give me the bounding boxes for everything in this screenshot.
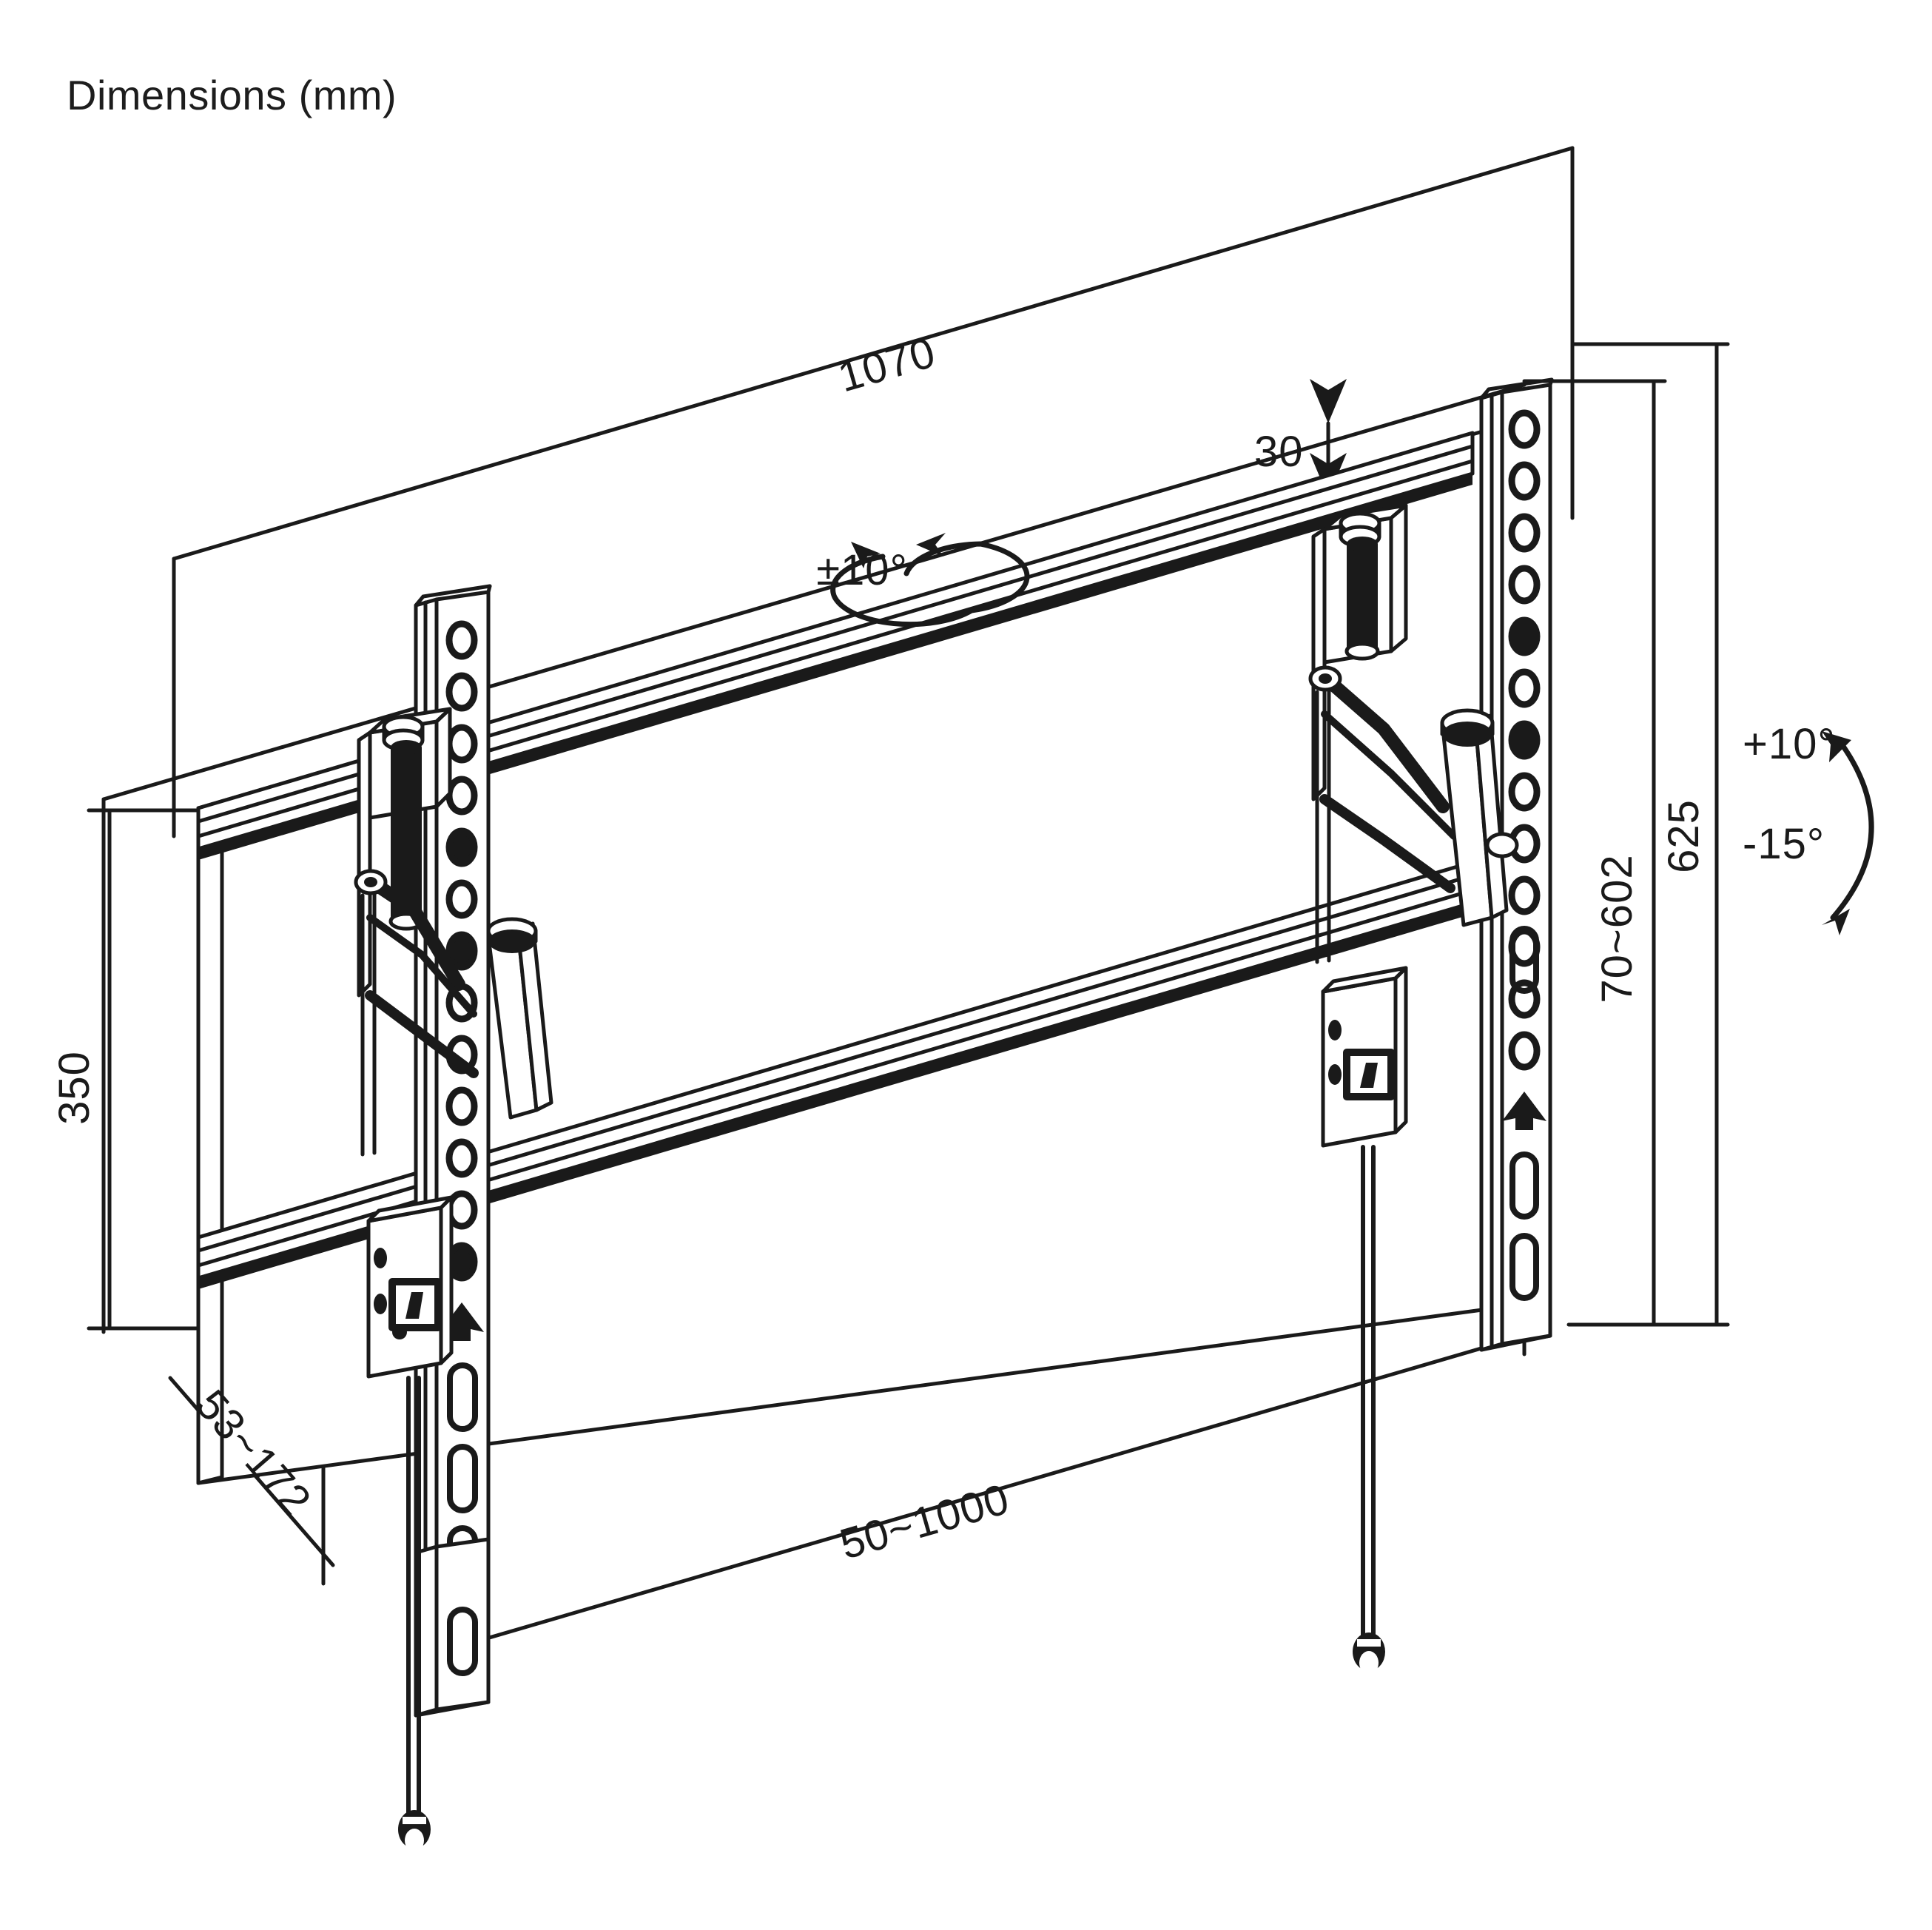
label-height-overall: 625 xyxy=(1660,799,1708,873)
vertical-rail-right xyxy=(1479,377,1554,1352)
label-width-overall: 1070 xyxy=(833,328,941,401)
page-title: Dimensions (mm) xyxy=(67,72,397,118)
lock-block-right xyxy=(1321,966,1408,1675)
triangle-up-icon-left xyxy=(440,1302,484,1341)
ellipse-double-arrow-icon xyxy=(830,533,1030,628)
label-tilt-up: +10° xyxy=(1743,720,1836,768)
curved-double-arrow-icon xyxy=(1822,731,1874,935)
dimline-1070 xyxy=(172,146,1575,561)
lock-block-left xyxy=(366,1195,454,1852)
label-height-adjust: 70~602 xyxy=(1593,854,1641,1003)
tilt-mechanism-right xyxy=(1308,503,1519,964)
label-left-height: 350 xyxy=(50,1051,98,1125)
label-swivel: ±10° xyxy=(816,546,908,594)
label-vesa-horizontal: 50~1000 xyxy=(835,1475,1014,1569)
guide-panel-top xyxy=(101,383,1527,801)
dimline-50-1000 xyxy=(457,1334,1527,1649)
rail-right-slots xyxy=(1509,926,1539,1301)
rail-right-holes xyxy=(1508,409,1541,1071)
tilt-mechanism-left xyxy=(354,707,553,1157)
triangle-up-icon-right xyxy=(1502,1092,1546,1130)
label-tilt-down: -15° xyxy=(1743,820,1825,868)
label-top-offset: 30 xyxy=(1254,428,1304,476)
